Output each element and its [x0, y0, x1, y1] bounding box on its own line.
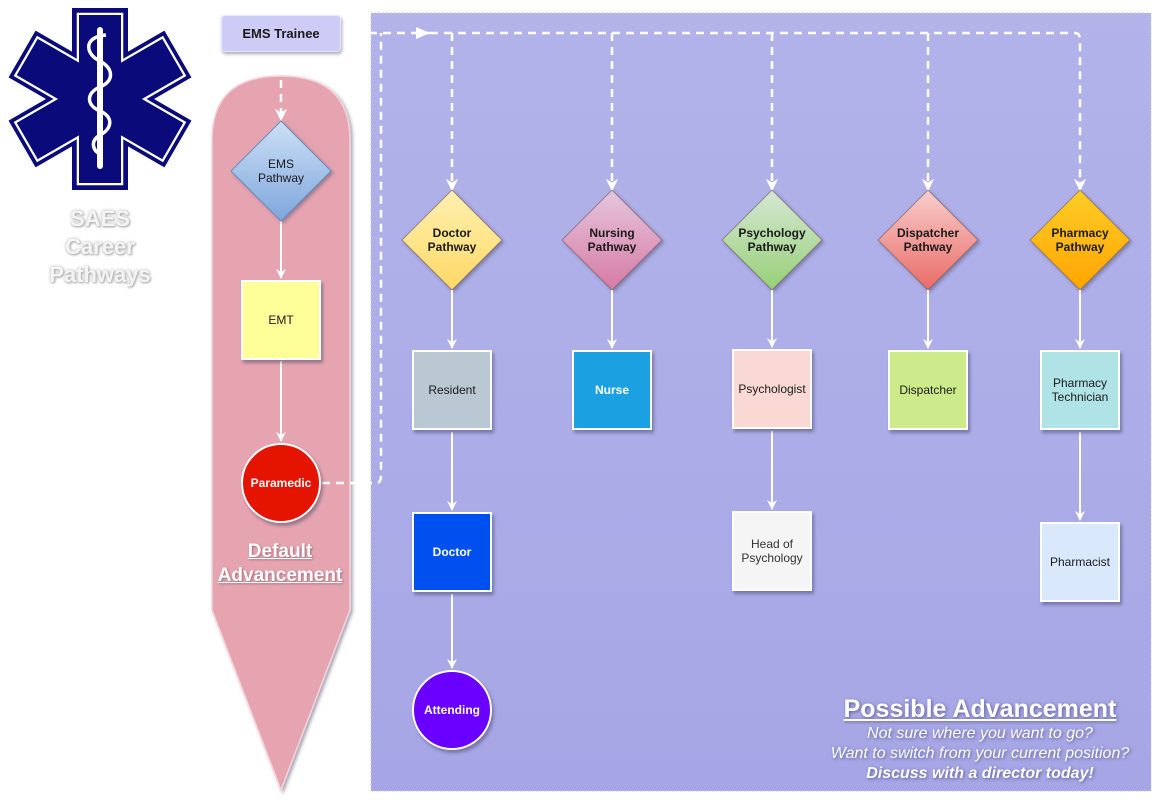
ems-pathway-diamond[interactable]: [230, 120, 332, 222]
star-of-life-icon: [8, 8, 192, 190]
dispatcher-node[interactable]: Dispatcher: [888, 350, 968, 430]
logo-title-line: Career: [65, 234, 135, 259]
possible-advancement-text: Possible Advancement Not sure where you …: [800, 694, 1160, 784]
nurse-node[interactable]: Nurse: [572, 350, 652, 430]
resident-node[interactable]: Resident: [412, 350, 492, 430]
logo-title-line: SAES: [70, 206, 130, 231]
possible-advancement-line: Want to switch from your current positio…: [830, 745, 1130, 762]
label-line: Default: [247, 541, 313, 562]
label-line: Advancement: [217, 565, 343, 586]
possible-advancement-heading: Possible Advancement: [843, 695, 1117, 723]
connector-paramedic-to-pathways: [322, 33, 383, 485]
emt-node[interactable]: EMT: [241, 280, 321, 360]
pharmacist-node[interactable]: Pharmacist: [1040, 522, 1120, 602]
pharmacy-technician-node[interactable]: Pharmacy Technician: [1040, 350, 1120, 430]
possible-advancement-line: Not sure where you want to go?: [867, 725, 1093, 742]
default-advancement-label: Default Advancement: [210, 540, 350, 588]
logo-title: SAES Career Pathways: [30, 205, 170, 289]
connector-trunk: [430, 31, 1087, 192]
possible-advancement-cta: Discuss with a director today!: [866, 765, 1094, 782]
paramedic-node[interactable]: Paramedic: [241, 443, 321, 523]
attending-node[interactable]: Attending: [412, 670, 492, 750]
psychologist-node[interactable]: Psychologist: [732, 349, 812, 429]
ems-trainee-node[interactable]: EMS Trainee: [221, 15, 341, 52]
logo-title-line: Pathways: [49, 262, 151, 287]
doctor-node[interactable]: Doctor: [412, 512, 492, 592]
head-of-psychology-node[interactable]: Head of Psychology: [732, 511, 812, 591]
